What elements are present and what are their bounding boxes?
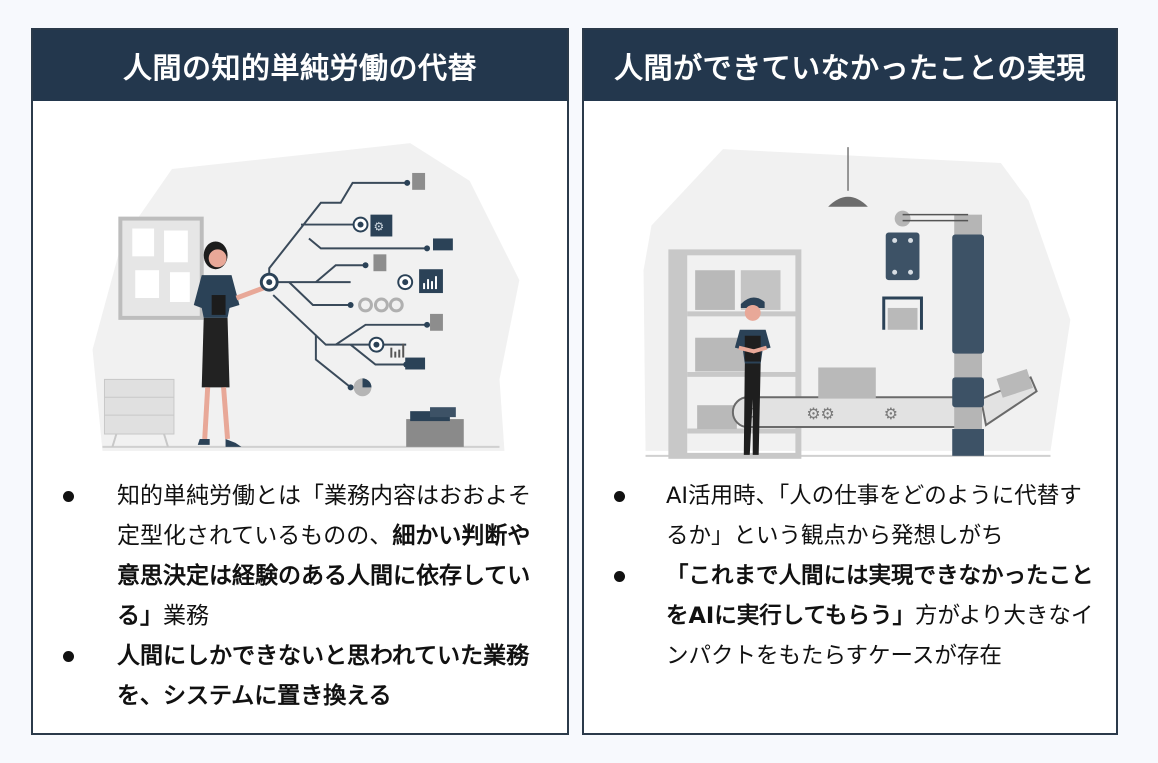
woman-figure <box>193 241 265 447</box>
bullet-icon <box>614 491 625 502</box>
bullet-text-bold: 人間にしかできないと思われていた業務を、システムに置き換える <box>117 643 530 709</box>
bullet-icon <box>614 571 625 582</box>
lamp-icon <box>828 196 868 207</box>
svg-text:⚙: ⚙ <box>373 220 384 234</box>
bullet-item: 知的単純労働とは「業務内容はおおよそ定型化されているものの、細かい判断や意思決定… <box>33 476 567 636</box>
note-icon <box>164 230 188 263</box>
bullet-item: 「これまで人間には実現できなかったことをAIに実行してもらう」方がより大きなイン… <box>584 556 1116 676</box>
cardboard-box <box>818 367 876 399</box>
factory-robot-arm-conveyor-illustration: ⚙ ⚙⚙ ⚙ ⚙ <box>643 147 1071 459</box>
note-icon <box>135 270 160 299</box>
panel-title: 人間ができていなかったことの実現 <box>584 30 1116 101</box>
panel-intellectual-labor-replacement: 人間の知的単純労働の代替 <box>31 28 569 735</box>
woman-presenting-flowchart-illustration: ⚙ <box>92 143 520 451</box>
bullet-text: 方がより大きなインパクトをもたらすケースが存在 <box>666 603 1094 669</box>
note-icon <box>132 228 155 257</box>
robot-arm <box>882 210 984 456</box>
bullet-text-bold: 「これまで人間には実現できなかったことをAIに実行してもらう」 <box>666 563 1094 629</box>
note-icon <box>169 272 190 302</box>
target-icon <box>352 216 414 353</box>
document-icon <box>412 172 426 190</box>
bullet-item: 人間にしかできないと思われていた業務を、システムに置き換える <box>33 636 567 716</box>
panel-realizing-new-capabilities: 人間ができていなかったことの実現 ⚙ ⚙⚙ ⚙ ⚙ <box>582 28 1118 735</box>
document-icon <box>430 313 443 331</box>
worker-figure <box>734 297 771 455</box>
bullet-icon <box>63 651 74 662</box>
bullet-text: 知的単純労働とは「業務内容はおおよそ定型化されているものの、 <box>117 483 531 549</box>
bullet-text-bold: 細かい判断や意思決定は経験のある人間に依存している」 <box>117 523 531 629</box>
bullet-text: 業務 <box>163 603 209 629</box>
svg-text:⚙: ⚙ <box>884 404 898 423</box>
bullet-item: AI活用時、「人の仕事をどのように代替するか」という観点から発想しがち <box>584 476 1116 556</box>
document-icon <box>373 254 387 272</box>
bar-chart-icon <box>390 343 405 358</box>
bullet-text: AI活用時、「人の仕事をどのように代替するか」という観点から発想しがち <box>666 483 1082 549</box>
progress-rings-icon <box>358 297 404 313</box>
cardboard-box <box>996 369 1033 398</box>
svg-text:⚙⚙: ⚙⚙ <box>806 404 834 423</box>
bullet-list: 知的単純労働とは「業務内容はおおよそ定型化されているものの、細かい判断や意思決定… <box>33 476 567 716</box>
panel-title: 人間の知的単純労働の代替 <box>33 30 567 101</box>
storage-shelf <box>668 249 802 459</box>
window-card-icon <box>405 357 426 370</box>
file-box <box>406 419 464 447</box>
drawer-cabinet <box>103 378 175 435</box>
window-card-icon <box>433 238 453 251</box>
bullet-list: AI活用時、「人の仕事をどのように代替するか」という観点から発想しがち 「これま… <box>584 476 1116 676</box>
bullet-icon <box>63 491 74 502</box>
gears-card-icon <box>370 214 393 237</box>
